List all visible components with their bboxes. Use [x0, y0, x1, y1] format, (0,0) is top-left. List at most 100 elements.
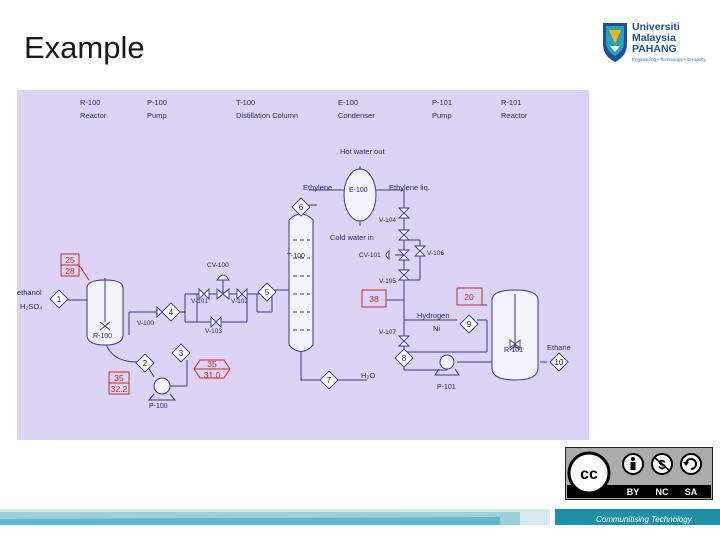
condition-value: 28	[65, 266, 75, 276]
label: Ethylene	[303, 183, 332, 192]
condition-value: 35	[114, 373, 124, 383]
stream-marker: 6	[291, 197, 311, 217]
stream-number: 4	[169, 308, 174, 317]
label: ethanol	[17, 288, 42, 297]
license-badge-label: SA	[685, 487, 698, 497]
legend-tag: P-101	[432, 98, 452, 107]
condition-p100: 35 32.2	[108, 371, 130, 395]
column-t100: T-100	[287, 213, 314, 352]
pump-p100: P-100	[147, 377, 177, 410]
reactor-r100: R-100	[86, 278, 124, 346]
label: V-104	[379, 217, 396, 224]
label: CV-100	[207, 262, 229, 269]
stream-marker: 10	[549, 352, 569, 372]
legend-name: Reactor	[80, 111, 107, 120]
valve-icon	[210, 315, 222, 329]
valve-icon	[236, 287, 248, 301]
valve-icon	[397, 207, 411, 219]
university-logo: Universiti Malaysia PAHANG Engineering •…	[600, 20, 706, 66]
control-valve-actuator-icon	[216, 274, 230, 281]
pump-p101: P-101	[434, 354, 460, 391]
condition-value: 38	[369, 294, 379, 304]
condition-v107: 38	[361, 289, 387, 308]
shield-icon	[603, 23, 627, 62]
legend-tag: T-100	[236, 98, 255, 107]
cc-by-nc-sa-icon: cc $ BY NC SA	[565, 447, 713, 500]
label: Cold water in	[330, 233, 374, 242]
logo-name: Universiti Malaysia PAHANG	[632, 22, 680, 55]
legend-name: Pump	[147, 111, 167, 120]
label: T-100	[287, 253, 305, 260]
stream-number: 9	[467, 320, 472, 329]
stream-number: 1	[57, 295, 62, 304]
valve-icon	[397, 269, 411, 281]
label: V-102	[231, 298, 248, 305]
valve-icon	[397, 335, 411, 347]
condition-value: 31.0	[204, 370, 221, 380]
legend-name: Distillation Column	[236, 111, 298, 120]
legend-name: Condenser	[338, 111, 375, 120]
stream-number: 3	[179, 349, 184, 358]
legend-tag: R-101	[501, 98, 521, 107]
stream-marker: 7	[319, 370, 339, 390]
condition-r100: 25 28	[60, 253, 90, 281]
legend-tag: P-100	[147, 98, 167, 107]
creative-commons-license-badge: cc $ BY NC SA	[565, 447, 713, 500]
label: Hydrogen	[417, 311, 450, 320]
valve-icon	[509, 339, 521, 349]
label: V-106	[427, 250, 444, 257]
process-flow-svg: R-100 Reactor P-100 Pump T-100 Distillat…	[17, 98, 571, 410]
stream-marker: 8	[394, 348, 414, 368]
valve-icon	[216, 288, 230, 300]
control-valve-actuator-icon	[385, 250, 390, 260]
condition-stream-9: 20	[456, 287, 483, 306]
logo-name-line: Universiti	[632, 21, 680, 33]
logo-tagline: Engineering • Technology • Creativity	[632, 57, 706, 62]
label: P-101	[437, 384, 456, 391]
label: V-103	[205, 328, 222, 335]
legend-tag: E-100	[338, 98, 358, 107]
license-badge-label: NC	[656, 487, 669, 497]
label: V-105	[379, 278, 396, 285]
stream-marker: 5	[257, 282, 277, 302]
label: V-100	[137, 320, 154, 327]
label: V-101	[191, 298, 208, 305]
reactor-r101: R-101	[491, 289, 539, 381]
footer-band: Communitising Technology	[0, 507, 720, 540]
logo-name-line: PAHANG	[632, 43, 677, 55]
label: Ni	[433, 324, 440, 333]
stream-marker: 3	[171, 343, 191, 363]
legend-name: Reactor	[501, 111, 528, 120]
slide-title: Example	[24, 30, 145, 65]
stream-number: 10	[555, 358, 564, 367]
label: E-100	[349, 187, 368, 194]
label: H₂O	[361, 371, 375, 380]
process-flow-diagram: R-100 Reactor P-100 Pump T-100 Distillat…	[17, 90, 589, 440]
valve-icon	[413, 245, 427, 257]
label: R-101	[504, 347, 523, 354]
footer-decoration	[0, 507, 720, 540]
logo-name-line: Malaysia	[632, 32, 676, 44]
condition-value: 20	[464, 292, 474, 302]
label: P-100	[149, 403, 168, 410]
cc-mark: cc	[580, 466, 598, 483]
label: Hot water out	[340, 147, 386, 156]
stream-number: 6	[299, 203, 304, 212]
label: V-107	[379, 329, 396, 336]
valve-icon	[397, 229, 411, 241]
condition-stream-3: 35 31.0	[193, 359, 231, 380]
footer-motto: Communitising Technology	[596, 515, 692, 524]
valve-icon	[397, 249, 411, 261]
license-badge-label: BY	[627, 487, 640, 497]
valve-icon	[198, 287, 210, 301]
stream-number: 8	[402, 354, 407, 363]
stream-marker: 1	[49, 289, 69, 309]
label: CV-101	[359, 252, 381, 259]
stream-marker: 9	[459, 314, 479, 334]
stream-number: 7	[327, 376, 332, 385]
condition-value: 35	[207, 359, 217, 369]
valves	[156, 207, 521, 349]
stream-marker: 4	[161, 302, 181, 322]
label: H₂SO₄	[20, 302, 42, 311]
condition-value: 32.2	[111, 384, 128, 394]
